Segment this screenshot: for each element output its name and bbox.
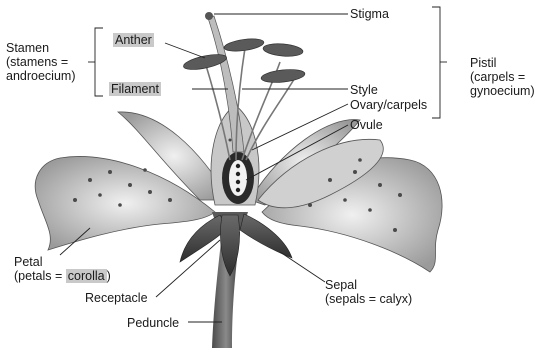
label-stigma: Stigma xyxy=(350,7,389,21)
label-receptacle: Receptacle xyxy=(85,291,148,305)
label-petal-line1: Petal xyxy=(14,255,111,269)
label-petal-prefix: (petals = xyxy=(14,269,66,283)
label-stamen-line2: (stamens = xyxy=(6,55,75,69)
label-petal: Petal (petals = corolla) xyxy=(14,255,111,283)
label-petal-suffix: ) xyxy=(107,269,111,283)
label-peduncle: Peduncle xyxy=(127,316,179,330)
label-ovary: Ovary/carpels xyxy=(350,98,427,112)
label-pistil-line1: Pistil xyxy=(470,56,535,70)
label-corolla-highlight: corolla xyxy=(66,269,107,283)
label-anther-highlight: Anther xyxy=(113,33,154,47)
label-anther: Anther xyxy=(113,33,154,47)
label-stamen: Stamen (stamens = androecium) xyxy=(6,41,75,83)
label-sepal-line2: (sepals = calyx) xyxy=(325,292,412,306)
label-pistil-line2: (carpels = xyxy=(470,70,535,84)
label-ovule: Ovule xyxy=(350,118,383,132)
label-stamen-line1: Stamen xyxy=(6,41,75,55)
label-pistil-line3: gynoecium) xyxy=(470,84,535,98)
stigma-tip xyxy=(205,12,213,20)
label-sepal-line1: Sepal xyxy=(325,278,412,292)
label-sepal: Sepal (sepals = calyx) xyxy=(325,278,412,306)
label-petal-line2: (petals = corolla) xyxy=(14,269,111,283)
label-pistil: Pistil (carpels = gynoecium) xyxy=(470,56,535,98)
label-filament: Filament xyxy=(109,82,161,96)
label-filament-highlight: Filament xyxy=(109,82,161,96)
label-style: Style xyxy=(350,83,378,97)
label-stamen-line3: androecium) xyxy=(6,69,75,83)
